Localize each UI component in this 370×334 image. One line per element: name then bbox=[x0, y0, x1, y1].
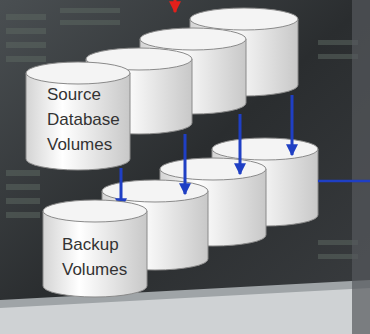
input-arrow bbox=[174, 0, 177, 12]
output-line bbox=[318, 180, 370, 183]
volume-label: Backup Volumes bbox=[62, 232, 148, 282]
volume-cylinder: Source Database Volumes bbox=[25, 62, 131, 171]
volume-cylinder: Backup Volumes bbox=[42, 200, 148, 298]
rack-side bbox=[352, 0, 370, 334]
volume-label: Source Database Volumes bbox=[47, 82, 133, 157]
copy-arrows bbox=[185, 95, 292, 194]
